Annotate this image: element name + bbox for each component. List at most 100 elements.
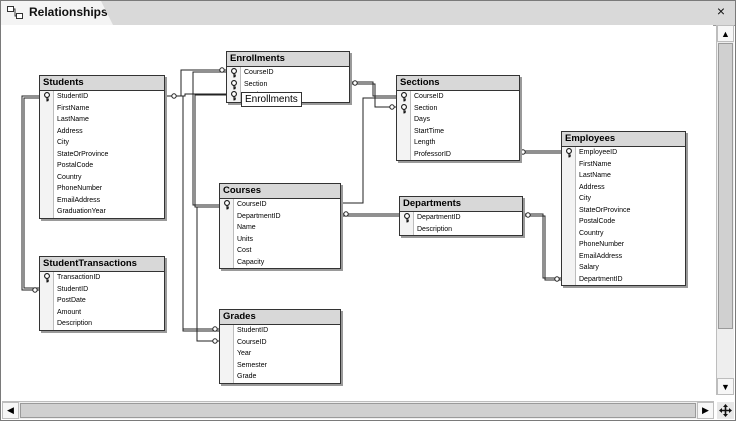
field-row[interactable]: PostDate <box>40 295 164 307</box>
row-selector[interactable] <box>40 160 54 172</box>
row-selector[interactable] <box>400 212 414 224</box>
row-selector[interactable] <box>220 199 234 211</box>
row-selector[interactable] <box>40 137 54 149</box>
field-row[interactable]: Grade <box>220 371 340 383</box>
row-selector[interactable] <box>562 239 576 251</box>
row-selector[interactable] <box>220 210 234 222</box>
scroll-up-icon[interactable]: ▲ <box>717 25 734 42</box>
row-selector[interactable] <box>220 233 234 245</box>
scroll-down-icon[interactable]: ▼ <box>717 378 734 395</box>
field-row[interactable]: Section <box>227 78 349 90</box>
row-selector[interactable] <box>220 222 234 234</box>
vertical-scroll-thumb[interactable] <box>718 43 733 329</box>
field-row[interactable]: Salary <box>562 262 685 274</box>
field-row[interactable]: Amount <box>40 306 164 318</box>
field-row[interactable]: Description <box>40 318 164 330</box>
close-icon[interactable]: × <box>716 3 725 19</box>
row-selector[interactable] <box>40 194 54 206</box>
field-row[interactable]: Address <box>562 181 685 193</box>
field-row[interactable]: EmployeeID <box>562 147 685 159</box>
field-row[interactable]: CourseID <box>227 67 349 79</box>
row-selector[interactable] <box>40 206 54 218</box>
row-selector[interactable] <box>220 325 234 337</box>
table-title[interactable]: Employees <box>562 132 685 147</box>
row-selector[interactable] <box>40 102 54 114</box>
row-selector[interactable] <box>562 147 576 159</box>
row-selector[interactable] <box>562 204 576 216</box>
table-title[interactable]: Enrollments <box>227 52 349 67</box>
field-row[interactable]: LastName <box>40 114 164 126</box>
row-selector[interactable] <box>40 272 54 284</box>
row-selector[interactable] <box>562 227 576 239</box>
field-row[interactable]: CourseID <box>220 199 340 211</box>
field-row[interactable]: CourseID <box>220 336 340 348</box>
field-row[interactable]: StateOrProvince <box>562 204 685 216</box>
row-selector[interactable] <box>397 148 411 160</box>
row-selector[interactable] <box>40 183 54 195</box>
field-row[interactable]: EmailAddress <box>40 194 164 206</box>
field-row[interactable]: Description <box>400 223 522 235</box>
row-selector[interactable] <box>562 250 576 262</box>
row-selector[interactable] <box>220 256 234 268</box>
row-selector[interactable] <box>40 91 54 103</box>
field-row[interactable]: DepartmentID <box>220 210 340 222</box>
field-row[interactable]: FirstName <box>40 102 164 114</box>
field-row[interactable]: PhoneNumber <box>562 239 685 251</box>
row-selector[interactable] <box>40 125 54 137</box>
row-selector[interactable] <box>40 148 54 160</box>
field-row[interactable]: StartTime <box>397 125 519 137</box>
table-title[interactable]: Courses <box>220 184 340 199</box>
field-row[interactable]: Days <box>397 114 519 126</box>
row-selector[interactable] <box>220 371 234 383</box>
field-row[interactable]: PostalCode <box>562 216 685 228</box>
field-row[interactable]: StateOrProvince <box>40 148 164 160</box>
field-row[interactable]: Semester <box>220 359 340 371</box>
field-row[interactable]: TransactionID <box>40 272 164 284</box>
field-row[interactable]: EmailAddress <box>562 250 685 262</box>
row-selector[interactable] <box>40 283 54 295</box>
row-selector[interactable] <box>562 273 576 285</box>
row-selector[interactable] <box>562 181 576 193</box>
row-selector[interactable] <box>562 216 576 228</box>
field-row[interactable]: CourseID <box>397 91 519 103</box>
row-selector[interactable] <box>400 223 414 235</box>
row-selector[interactable] <box>397 91 411 103</box>
row-selector[interactable] <box>562 158 576 170</box>
table-title[interactable]: Grades <box>220 310 340 325</box>
row-selector[interactable] <box>562 262 576 274</box>
field-row[interactable]: StudentID <box>40 91 164 103</box>
table-title[interactable]: Departments <box>400 197 522 212</box>
row-selector[interactable] <box>562 193 576 205</box>
row-selector[interactable] <box>227 67 241 79</box>
horizontal-scrollbar[interactable]: ◀ ▶ <box>2 401 714 419</box>
row-selector[interactable] <box>397 114 411 126</box>
table-title[interactable]: StudentTransactions <box>40 257 164 272</box>
field-row[interactable]: FirstName <box>562 158 685 170</box>
row-selector[interactable] <box>40 306 54 318</box>
scroll-right-icon[interactable]: ▶ <box>697 402 714 419</box>
field-row[interactable]: DepartmentID <box>400 212 522 224</box>
row-selector[interactable] <box>220 359 234 371</box>
row-selector[interactable] <box>40 295 54 307</box>
row-selector[interactable] <box>220 348 234 360</box>
tab-relationships[interactable]: Relationships <box>1 1 113 25</box>
field-row[interactable]: LastName <box>562 170 685 182</box>
row-selector[interactable] <box>40 318 54 330</box>
field-row[interactable]: Country <box>562 227 685 239</box>
field-row[interactable]: StudentID <box>220 325 340 337</box>
scroll-left-icon[interactable]: ◀ <box>2 402 19 419</box>
vertical-scrollbar[interactable]: ▲ ▼ <box>716 25 734 395</box>
row-selector[interactable] <box>397 125 411 137</box>
row-selector[interactable] <box>227 78 241 90</box>
field-row[interactable]: Section <box>397 102 519 114</box>
row-selector[interactable] <box>562 170 576 182</box>
row-selector[interactable] <box>220 336 234 348</box>
field-row[interactable]: Cost <box>220 245 340 257</box>
